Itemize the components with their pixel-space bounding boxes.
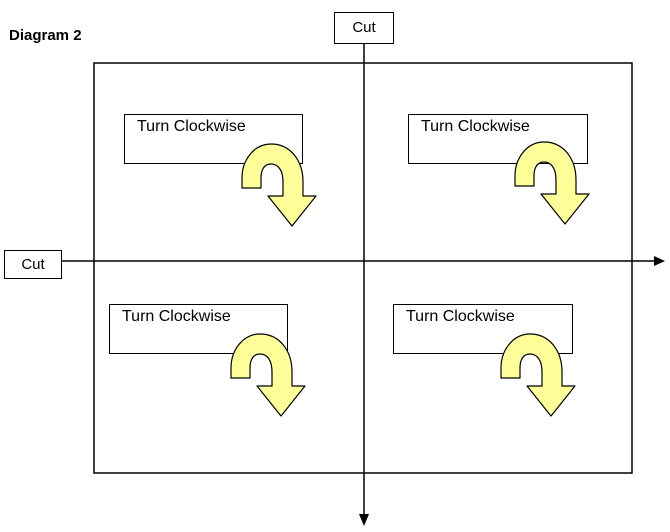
diagram-title: Diagram 2 <box>9 27 82 44</box>
quadrant-label-bottom-right: Turn Clockwise <box>393 304 573 354</box>
quadrant-label-bottom-left: Turn Clockwise <box>109 304 288 354</box>
vertical-cut-label: Cut <box>334 12 394 44</box>
vertical-arrowhead <box>359 514 369 526</box>
quadrant-label-top-right: Turn Clockwise <box>408 114 588 164</box>
horizontal-cut-label: Cut <box>4 250 62 279</box>
horizontal-arrowhead <box>654 256 665 266</box>
square-outline <box>93 62 633 474</box>
quadrant-label-top-left: Turn Clockwise <box>124 114 303 164</box>
